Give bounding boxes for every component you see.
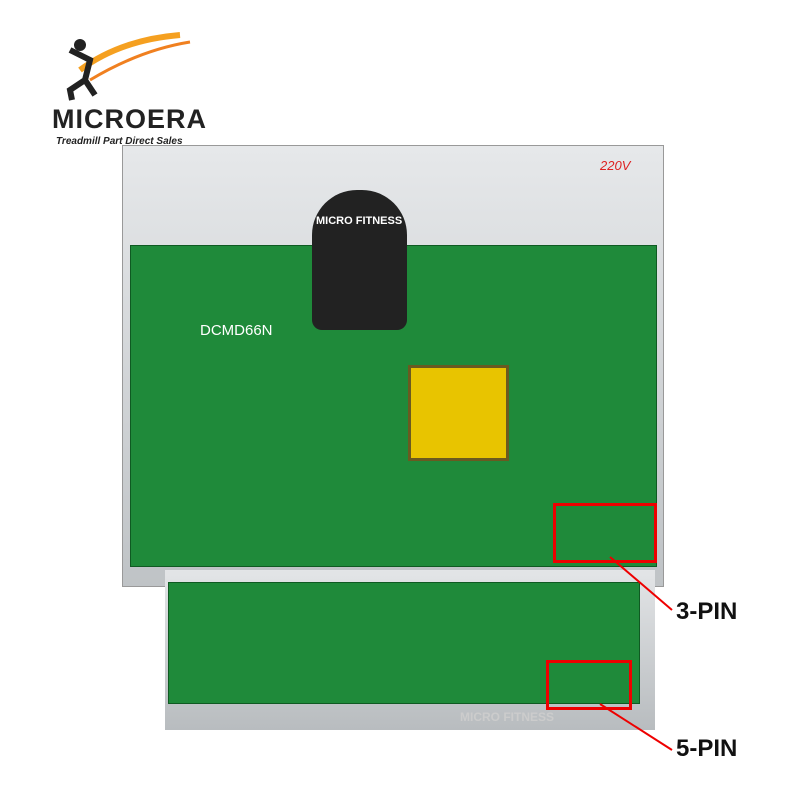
three-pin-label: 3-PIN: [676, 598, 738, 625]
five-pin-label: 5-PIN: [676, 735, 738, 762]
circuit-board-bottom: [168, 582, 640, 704]
model-label: DCMD66N: [200, 322, 273, 339]
transformer: [408, 365, 509, 461]
three-pin-highlight: [553, 503, 657, 563]
voltage-label: 220V: [600, 158, 631, 173]
capacitor-label: MICRO FITNESS: [316, 215, 403, 227]
watermark: MICRO FITNESS: [460, 710, 555, 724]
capacitor: [312, 190, 407, 330]
brand-name: MICROERA: [52, 104, 207, 134]
five-pin-highlight: [546, 660, 632, 710]
runner-logo-icon: [66, 32, 191, 101]
brand-tagline: Treadmill Part Direct Sales: [56, 136, 183, 147]
